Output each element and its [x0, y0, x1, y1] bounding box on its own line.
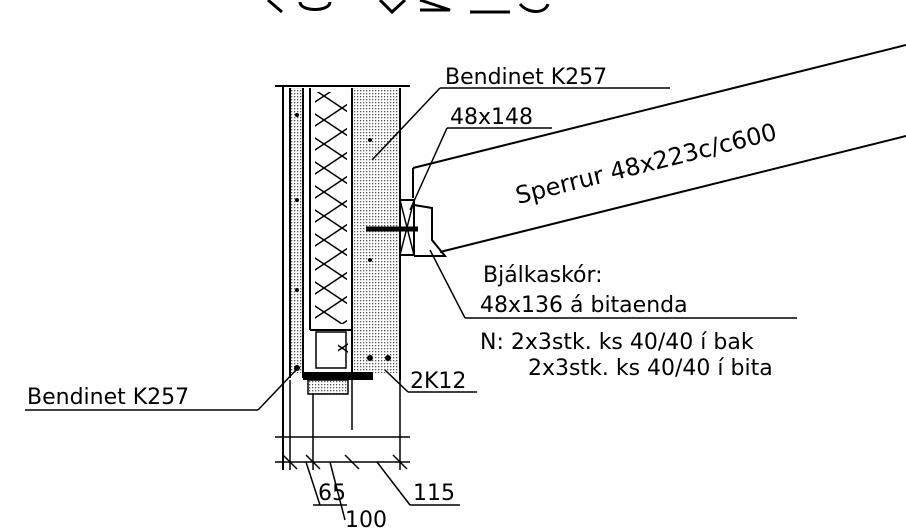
label-nails-line2: 2x3stk. ks 40/40 í bita — [528, 356, 773, 381]
label-bendinet-left: Bendinet K257 — [27, 385, 189, 410]
label-plate: 48x148 — [450, 105, 533, 130]
label-hanger-size: 48x136 á bitaenda — [480, 293, 688, 318]
dim-65: 65 — [318, 481, 346, 506]
wall-section — [275, 85, 410, 470]
cut-off-title — [267, 0, 550, 15]
leader-lines — [25, 87, 797, 411]
label-nails-line1: N: 2x3stk. ks 40/40 í bak — [480, 330, 754, 355]
ledger-and-hanger — [366, 199, 448, 257]
label-hanger-title: Bjálkaskór: — [483, 263, 603, 288]
label-rebar: 2K12 — [410, 369, 466, 394]
label-bendinet-top: Bendinet K257 — [445, 65, 607, 90]
dimension-lines — [275, 380, 460, 521]
rafter — [412, 44, 906, 255]
dim-100: 100 — [345, 508, 387, 531]
dim-115: 115 — [413, 481, 455, 506]
